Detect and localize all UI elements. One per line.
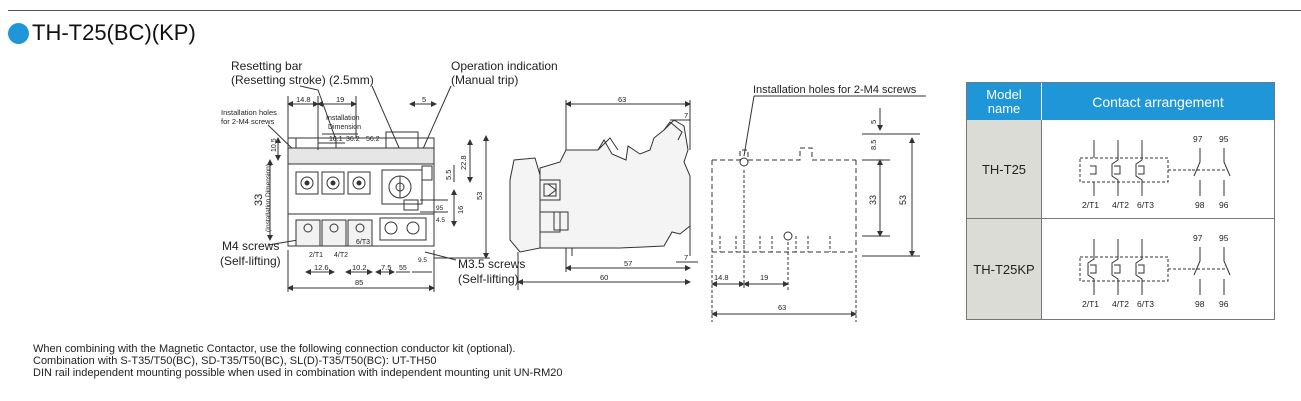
front-view: Resetting bar (Resetting stroke) (2.5mm)… — [220, 59, 558, 292]
schematic-th-t25kp: 2/T1 4/T2 6/T3 97 95 98 96 — [1079, 233, 1231, 309]
note-line: Combination with S-T35/T50(BC), SD-T35/T… — [33, 355, 437, 367]
callout-install-dim-vertical: (Installation Dimension) — [265, 164, 272, 232]
dim-rear-53: 53 — [898, 195, 908, 205]
dim-front-12-6: 12.6 — [314, 263, 329, 272]
callout-install-dim-1: Installation — [326, 115, 360, 122]
dim-side-7-top: 7 — [684, 111, 688, 120]
callout-m35-self-lifting: (Self-lifting) — [458, 272, 519, 286]
dim-side-57: 57 — [624, 259, 632, 268]
row-model-th-t25: TH-T25 — [967, 120, 1042, 219]
aux-96: 96 — [1219, 200, 1229, 210]
side-view: 63 7 7 57 60 — [509, 95, 698, 290]
dim-front-16: 16 — [456, 206, 465, 214]
aux-98: 98 — [1195, 200, 1205, 210]
note-line: When combining with the Magnetic Contact… — [33, 343, 516, 355]
page-title: TH-T25(BC)(KP) — [32, 20, 196, 45]
dim-front-10-2: 10.2 — [352, 263, 367, 272]
term-6t3: 6/T3 — [1137, 200, 1154, 210]
callout-m4-screws: M4 screws — [222, 239, 279, 253]
dim-front-33: 33 — [253, 194, 265, 206]
dim-front-9-5: 9.5 — [418, 257, 427, 264]
callout-m4-self-lifting: (Self-lifting) — [220, 254, 281, 268]
notes: When combining with the Magnetic Contact… — [33, 343, 563, 379]
terminal-label-6t3: 6/T3 — [356, 239, 370, 246]
aux-95: 95 — [1219, 134, 1229, 144]
contact-arrangement-table: Model name Contact arrangement TH-T25 TH… — [966, 82, 1275, 320]
note-line: DIN rail independent mounting possible w… — [33, 367, 563, 379]
terminal-label-2t1: 2/T1 — [309, 252, 323, 259]
terminal-label-4t2: 4/T2 — [334, 252, 348, 259]
callout-manual-trip: (Manual trip) — [451, 73, 518, 87]
callout-install-holes-1: Installation holes — [221, 108, 277, 117]
aux-96: 96 — [1219, 299, 1229, 309]
header-contact-arrangement: Contact arrangement — [1042, 83, 1274, 120]
row-divider — [967, 218, 1274, 219]
header-rule — [8, 10, 1301, 11]
header-model-name-label: Model name — [986, 86, 1022, 116]
term-2t1: 2/T1 — [1082, 299, 1099, 309]
dim-rear-8-5: 8.5 — [869, 140, 878, 150]
dim-front-55: 55 — [399, 265, 407, 272]
aux-98: 98 — [1195, 299, 1205, 309]
dim-rear-63: 63 — [778, 303, 786, 312]
dim-front-36-2: 36.2 — [346, 136, 360, 143]
dim-front-5-5: 5.5 — [444, 170, 453, 180]
rear-view: Installation holes for 2-M4 screws 14.8 … — [711, 84, 926, 322]
row-model-th-t25kp: TH-T25KP — [967, 219, 1042, 319]
callout-operation-indication: Operation indication — [451, 59, 558, 73]
term-4t2: 4/T2 — [1112, 200, 1129, 210]
term-2t1: 2/T1 — [1082, 200, 1099, 210]
title-bullet-icon — [8, 22, 29, 44]
aux-97: 97 — [1193, 134, 1203, 144]
dim-side-7-bottom: 7 — [684, 253, 688, 262]
header-model-name: Model name — [967, 83, 1042, 120]
dim-front-7-5: 7.5 — [381, 263, 391, 272]
dim-rear-5: 5 — [869, 120, 878, 124]
aux-97: 97 — [1193, 233, 1203, 243]
dim-front-14-8: 14.8 — [296, 95, 311, 104]
dim-side-63: 63 — [618, 95, 626, 104]
dim-rear-14-8: 14.8 — [714, 273, 729, 282]
dim-front-5: 5 — [422, 95, 426, 104]
dim-front-4-5: 4.5 — [436, 217, 445, 224]
dimension-drawings: Resetting bar (Resetting stroke) (2.5mm)… — [220, 59, 926, 322]
schematic-th-t25: 2/T1 4/T2 6/T3 97 95 98 96 — [1079, 134, 1231, 210]
dim-side-60: 60 — [600, 273, 608, 282]
dim-front-19: 19 — [336, 95, 344, 104]
dim-front-56-2: 56.2 — [366, 136, 380, 143]
aux-95: 95 — [1219, 233, 1229, 243]
callout-resetting-bar: Resetting bar — [231, 59, 302, 73]
term-6t3: 6/T3 — [1137, 299, 1154, 309]
dim-front-16-1: 16.1 — [329, 136, 343, 143]
callout-rear-install-holes: Installation holes for 2-M4 screws — [753, 84, 917, 96]
dim-front-53: 53 — [475, 192, 484, 200]
title-block: TH-T25(BC)(KP) — [8, 20, 196, 46]
callout-install-holes-2: for 2-M4 screws — [221, 117, 275, 126]
dim-front-22-8: 22.8 — [459, 155, 468, 170]
callout-resetting-stroke: (Resetting stroke) (2.5mm) — [231, 73, 374, 87]
dim-rear-19: 19 — [760, 273, 768, 282]
dim-front-10-5: 10.5 — [271, 138, 278, 152]
term-4t2: 4/T2 — [1112, 299, 1129, 309]
callout-m35-screws: M3.5 screws — [458, 257, 525, 271]
dim-front-85: 85 — [355, 278, 363, 287]
callout-install-dim-2: Dimension — [328, 124, 361, 131]
dim-rear-33: 33 — [868, 195, 878, 205]
dim-front-95: 95 — [436, 205, 444, 212]
